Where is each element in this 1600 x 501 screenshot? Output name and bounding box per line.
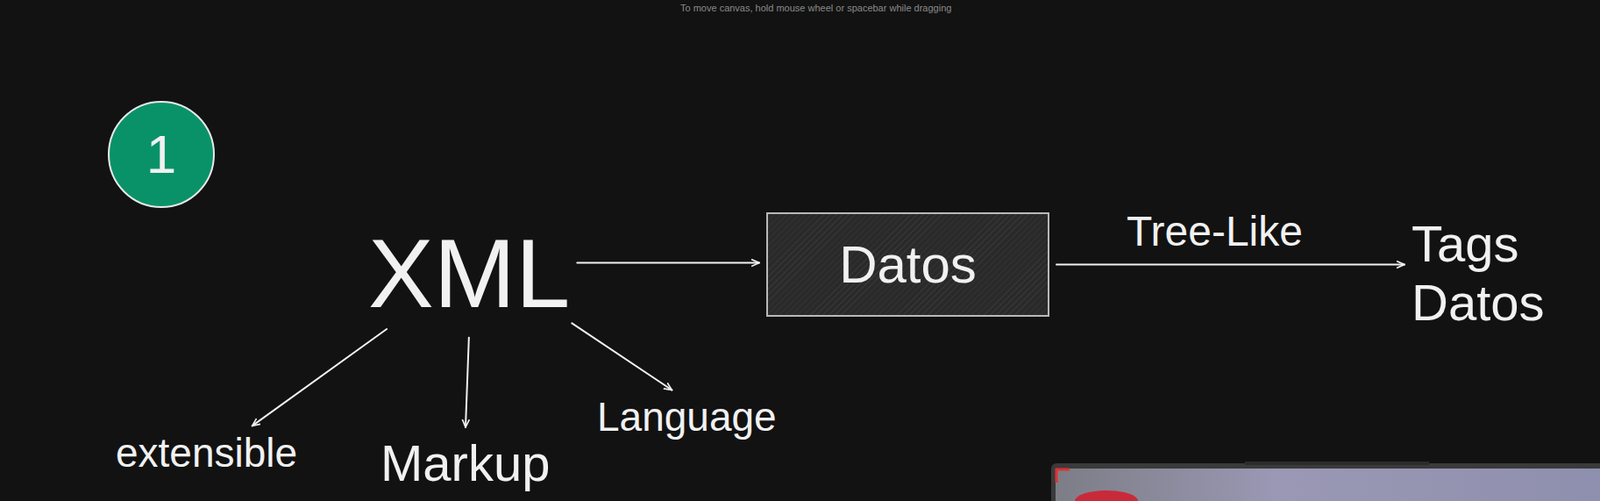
process-box: Datos	[766, 212, 1050, 317]
node-text: Language	[597, 393, 777, 441]
camera-corner	[1056, 469, 1070, 483]
arrow-connector	[1056, 263, 1405, 266]
node-text: extensible	[115, 429, 298, 477]
term-word: Markup	[380, 433, 550, 493]
step-badge: 1	[107, 100, 215, 208]
camera-feed	[1055, 468, 1600, 501]
result-terms: TagsDatos	[1411, 214, 1545, 332]
arrow-connector	[252, 328, 388, 426]
term-word: Language	[597, 393, 777, 441]
edge-label: Tree-Like	[1126, 206, 1303, 256]
node-text: Tags	[1411, 214, 1545, 274]
node-text: Markup	[380, 433, 550, 493]
camera-figure	[1074, 490, 1138, 501]
main-term: XML	[368, 217, 570, 331]
canvas-hint: To move canvas, hold mouse wheel or spac…	[680, 2, 952, 15]
arrow-connector	[576, 262, 760, 264]
node-text: Datos	[839, 234, 977, 295]
node-text: Datos	[1411, 273, 1545, 333]
camera-handle	[1244, 461, 1430, 465]
arrow-connector	[465, 337, 470, 427]
node-text: XML	[368, 217, 570, 331]
camera-frame	[1051, 462, 1600, 501]
term-word: extensible	[115, 429, 298, 477]
node-text: 1	[146, 122, 177, 185]
arrow-connector	[571, 322, 672, 390]
